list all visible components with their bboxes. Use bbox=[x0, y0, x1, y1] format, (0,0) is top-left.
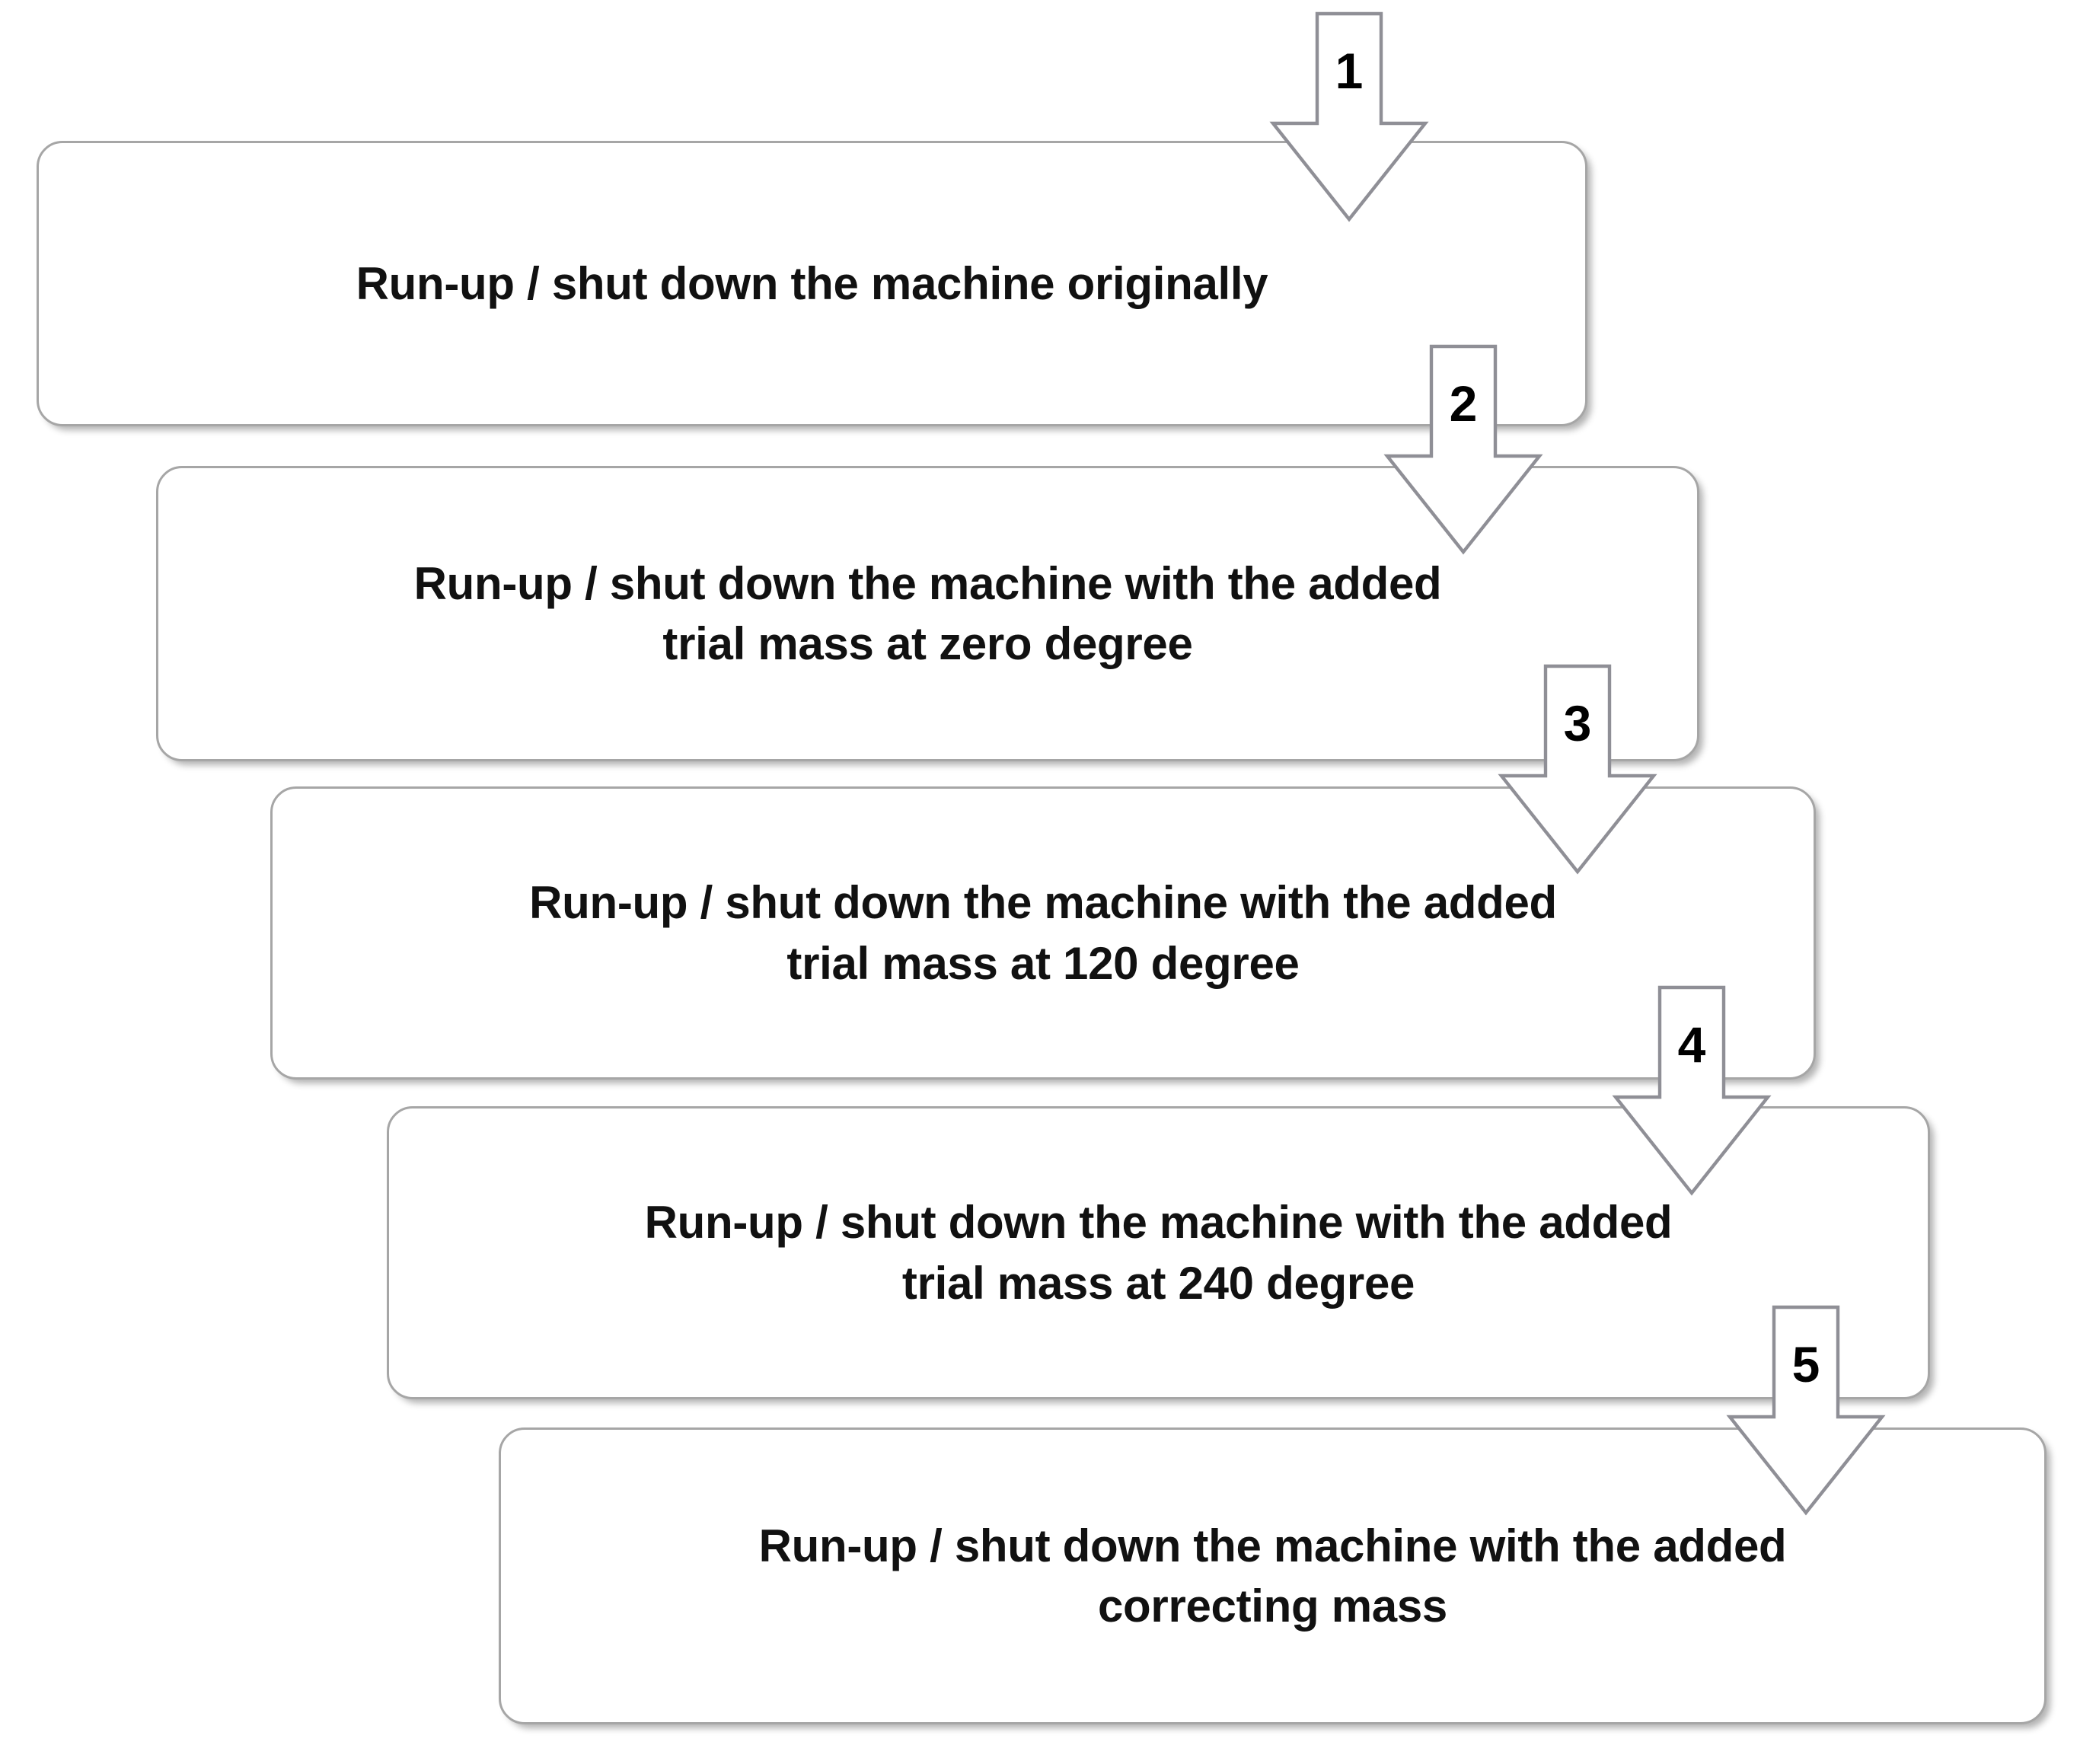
down-arrow-icon bbox=[1612, 985, 1772, 1196]
down-arrow-icon bbox=[1726, 1305, 1886, 1516]
connector-arrow-4: 4 bbox=[1612, 985, 1772, 1196]
connector-arrow-2: 2 bbox=[1383, 344, 1543, 555]
process-box-5[interactable]: Run-up / shut down the machine with the … bbox=[499, 1427, 2047, 1724]
down-arrow-icon bbox=[1269, 11, 1429, 222]
process-box-2-label: Run-up / shut down the machine with the … bbox=[413, 557, 1442, 669]
connector-arrow-3: 3 bbox=[1498, 664, 1657, 875]
process-box-3-label: Run-up / shut down the machine with the … bbox=[529, 877, 1557, 989]
down-arrow-icon bbox=[1383, 344, 1543, 555]
connector-arrow-5: 5 bbox=[1726, 1305, 1886, 1516]
process-box-4-label: Run-up / shut down the machine with the … bbox=[644, 1197, 1673, 1309]
down-arrow-icon bbox=[1498, 664, 1657, 875]
process-box-5-label: Run-up / shut down the machine with the … bbox=[758, 1520, 1787, 1632]
process-box-1-label: Run-up / shut down the machine originall… bbox=[356, 257, 1268, 309]
connector-arrow-1: 1 bbox=[1269, 11, 1429, 222]
